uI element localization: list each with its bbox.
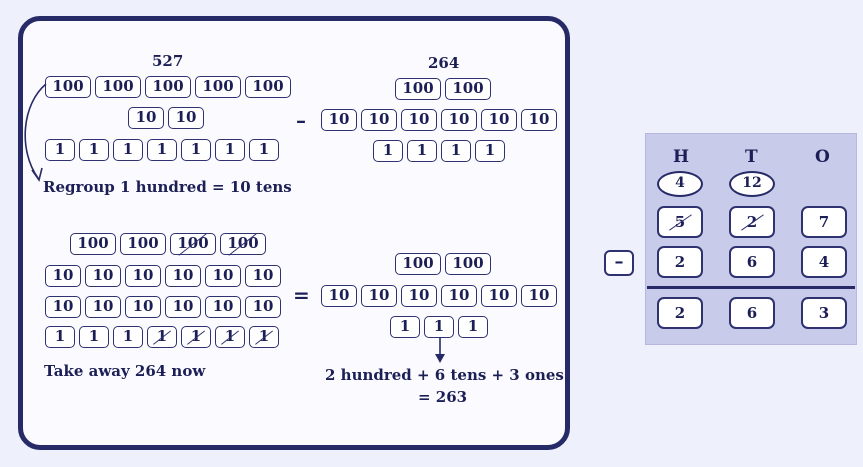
equals-operator: = xyxy=(293,283,310,307)
minuend-label: 527 xyxy=(152,52,184,70)
ten-block: 10 xyxy=(168,107,204,129)
ten-block: 10 xyxy=(481,285,517,307)
grid-result-hundreds: 2 xyxy=(657,297,703,329)
header-hundreds: H xyxy=(673,147,690,167)
one-block: 1 xyxy=(475,140,505,162)
result-line-1: 2 hundred + 6 tens + 3 ones xyxy=(325,366,564,384)
regroup-arrow-icon xyxy=(24,83,47,179)
ten-block: 10 xyxy=(521,285,557,307)
hundred-block: 100 xyxy=(220,233,266,255)
ten-block-regrouped: 10 xyxy=(45,296,81,318)
ten-block: 10 xyxy=(321,285,357,307)
ten-block: 10 xyxy=(441,285,477,307)
grid-result-rule xyxy=(647,286,855,289)
one-block: 1 xyxy=(79,326,109,348)
hundred-block: 100 xyxy=(195,76,241,98)
hundred-block: 100 xyxy=(445,78,491,100)
hundred-block: 100 xyxy=(445,253,491,275)
hundred-block: 100 xyxy=(395,253,441,275)
hundred-block: 100 xyxy=(120,233,166,255)
grid-subtrahend-ones: 4 xyxy=(801,246,847,278)
one-block: 1 xyxy=(45,139,75,161)
ten-block: 10 xyxy=(165,265,201,287)
ten-block: 10 xyxy=(481,109,517,131)
ten-block: 10 xyxy=(441,109,477,131)
minus-operator: – xyxy=(296,108,306,132)
ten-block-regrouped: 10 xyxy=(245,296,281,318)
one-block: 1 xyxy=(147,139,177,161)
ten-block: 10 xyxy=(401,285,437,307)
one-block: 1 xyxy=(249,139,279,161)
carry-tens: 12 xyxy=(729,171,775,197)
one-block: 1 xyxy=(424,316,454,338)
one-block: 1 xyxy=(113,139,143,161)
grid-minuend-ones: 7 xyxy=(801,206,847,238)
take-away-caption: Take away 264 now xyxy=(44,362,206,380)
ten-block: 10 xyxy=(205,265,241,287)
ten-block: 10 xyxy=(45,265,81,287)
ten-block-regrouped: 10 xyxy=(125,296,161,318)
ten-block: 10 xyxy=(361,109,397,131)
header-ones: O xyxy=(815,147,830,167)
one-block: 1 xyxy=(441,140,471,162)
one-block: 1 xyxy=(147,326,177,348)
hundred-block: 100 xyxy=(70,233,116,255)
one-block: 1 xyxy=(45,326,75,348)
hundred-block: 100 xyxy=(45,76,91,98)
grid-minus-sign: – xyxy=(604,250,634,276)
hundred-block: 100 xyxy=(245,76,291,98)
hundred-block: 100 xyxy=(95,76,141,98)
header-tens: T xyxy=(745,147,758,167)
carry-hundreds: 4 xyxy=(657,171,703,197)
ten-block: 10 xyxy=(245,265,281,287)
ten-block: 10 xyxy=(128,107,164,129)
grid-minuend-tens: 2 xyxy=(729,206,775,238)
ten-block-regrouped: 10 xyxy=(205,296,241,318)
one-block: 1 xyxy=(215,326,245,348)
result-line-2: = 263 xyxy=(418,388,468,406)
one-block: 1 xyxy=(181,139,211,161)
ten-block: 10 xyxy=(85,265,121,287)
ten-block: 10 xyxy=(521,109,557,131)
one-block: 1 xyxy=(249,326,279,348)
grid-minuend-hundreds: 5 xyxy=(657,206,703,238)
one-block: 1 xyxy=(113,326,143,348)
ten-block-regrouped: 10 xyxy=(165,296,201,318)
down-arrowhead-icon xyxy=(435,354,445,363)
ten-block: 10 xyxy=(401,109,437,131)
one-block: 1 xyxy=(390,316,420,338)
one-block: 1 xyxy=(407,140,437,162)
one-block: 1 xyxy=(458,316,488,338)
regroup-caption: Regroup 1 hundred = 10 tens xyxy=(43,178,292,196)
ten-block: 10 xyxy=(361,285,397,307)
regroup-arrowhead-icon xyxy=(31,167,43,182)
ten-block: 10 xyxy=(125,265,161,287)
grid-result-ones: 3 xyxy=(801,297,847,329)
one-block: 1 xyxy=(79,139,109,161)
grid-result-tens: 6 xyxy=(729,297,775,329)
grid-subtrahend-tens: 6 xyxy=(729,246,775,278)
subtrahend-label: 264 xyxy=(428,54,460,72)
ten-block: 10 xyxy=(321,109,357,131)
one-block: 1 xyxy=(181,326,211,348)
hundred-block: 100 xyxy=(395,78,441,100)
hundred-block: 100 xyxy=(170,233,216,255)
grid-subtrahend-hundreds: 2 xyxy=(657,246,703,278)
ten-block-regrouped: 10 xyxy=(85,296,121,318)
one-block: 1 xyxy=(373,140,403,162)
hundred-block: 100 xyxy=(145,76,191,98)
one-block: 1 xyxy=(215,139,245,161)
